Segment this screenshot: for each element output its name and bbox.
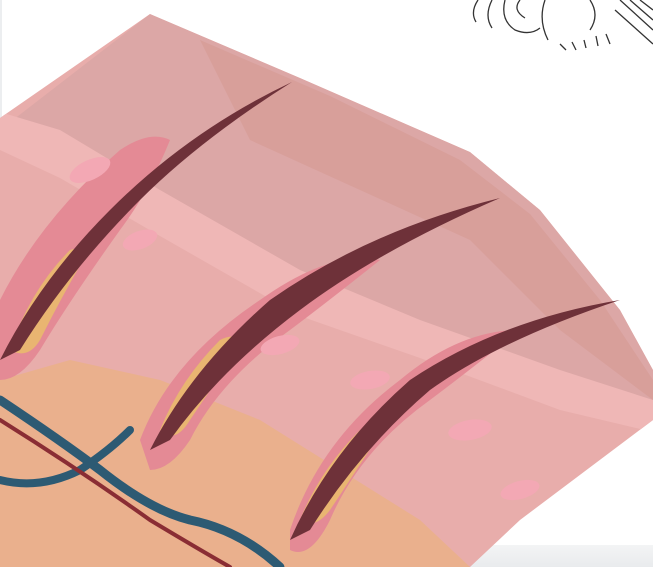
hand-drawn-sketch-icon [473, 0, 653, 50]
